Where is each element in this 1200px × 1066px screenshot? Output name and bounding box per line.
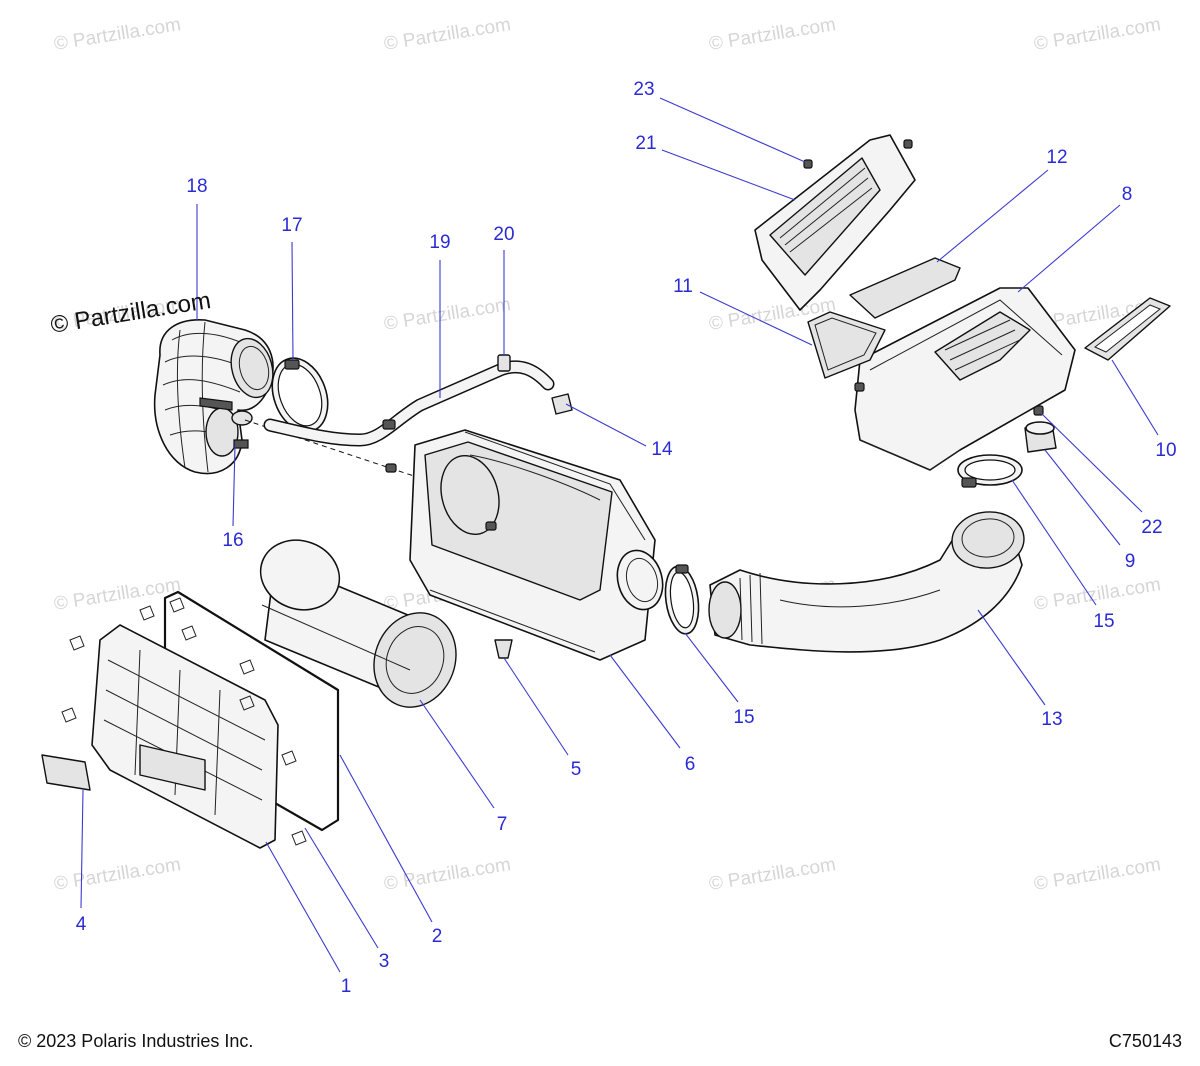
leader-line-c1: [265, 841, 341, 973]
tile-watermark: © Partzilla.com: [1032, 574, 1162, 615]
leader-line-c13: [977, 609, 1046, 706]
leader-line-c15a: [684, 632, 739, 703]
leader-line-c4: [80, 789, 84, 909]
callout-c12[interactable]: 12: [1046, 147, 1067, 168]
leader-line-c7: [419, 699, 495, 809]
callout-c18[interactable]: 18: [186, 176, 207, 197]
copyright-notice: © 2023 Polaris Industries Inc.: [18, 1031, 254, 1051]
leader-line-c22: [1041, 413, 1143, 513]
part-15-clamp-lower[interactable]: [661, 564, 702, 636]
callout-c9[interactable]: 9: [1125, 551, 1136, 572]
part-13-outlet-duct[interactable]: [708, 509, 1026, 653]
tile-watermark: © Partzilla.com: [707, 854, 837, 895]
callout-c17[interactable]: 17: [281, 215, 302, 236]
tile-watermark: © Partzilla.com: [707, 14, 837, 55]
tile-watermark: © Partzilla.com: [1032, 854, 1162, 895]
callout-c21[interactable]: 21: [635, 133, 656, 154]
callout-c6[interactable]: 6: [685, 754, 696, 775]
part-12-filter-element[interactable]: [849, 257, 961, 319]
part-21-intake-snorkel[interactable]: [754, 134, 916, 311]
leader-line-c3: [304, 827, 379, 949]
callout-c22[interactable]: 22: [1141, 517, 1162, 538]
callout-c14[interactable]: 14: [651, 439, 673, 460]
leader-line-c2: [339, 754, 433, 923]
leader-line-c11: [699, 291, 813, 346]
part-10-seal[interactable]: [1084, 297, 1171, 361]
callout-c1[interactable]: 1: [341, 976, 352, 997]
part-4-label[interactable]: [41, 754, 91, 791]
part-17-hose-clamp[interactable]: [263, 350, 338, 439]
leader-line-c5: [503, 657, 569, 756]
part-14-clip[interactable]: [551, 393, 573, 415]
callout-c13[interactable]: 13: [1041, 709, 1062, 730]
callout-c5[interactable]: 5: [571, 759, 582, 780]
callout-c23[interactable]: 23: [633, 79, 654, 100]
tile-watermark: © Partzilla.com: [382, 14, 512, 55]
callout-c4[interactable]: 4: [76, 914, 87, 935]
leader-line-c6: [609, 654, 681, 749]
part-3-clips[interactable]: [61, 597, 307, 846]
part-16-small-clamp[interactable]: [231, 410, 253, 449]
tile-watermark: © Partzilla.com: [382, 294, 512, 335]
part-1-airbox-cover[interactable]: [91, 624, 279, 849]
callout-c2[interactable]: 2: [432, 926, 443, 947]
leader-line-c8: [1017, 204, 1121, 293]
callout-c19[interactable]: 19: [429, 232, 450, 253]
part-7-air-filter[interactable]: [251, 529, 469, 718]
leader-line-c9: [1044, 449, 1121, 546]
callout-c3[interactable]: 3: [379, 951, 390, 972]
callout-c7[interactable]: 7: [497, 814, 508, 835]
leader-line-c23: [659, 97, 806, 163]
leader-line-c17: [291, 241, 294, 361]
part-8-airbox-lid[interactable]: [854, 287, 1076, 471]
part-15-clamp-upper[interactable]: [957, 454, 1023, 488]
callout-c16[interactable]: 16: [222, 530, 243, 551]
part-6-airbox[interactable]: [385, 429, 669, 661]
callout-c8[interactable]: 8: [1122, 184, 1133, 205]
tile-watermark: © Partzilla.com: [382, 854, 512, 895]
part-18-intake-duct[interactable]: [153, 319, 279, 475]
callout-c20[interactable]: 20: [493, 224, 514, 245]
callout-c15b[interactable]: 15: [1093, 611, 1114, 632]
leader-line-c14: [565, 403, 647, 447]
leader-line-c21: [661, 149, 796, 201]
leader-line-c12: [936, 169, 1049, 263]
part-19-breather-tube[interactable]: [263, 360, 555, 447]
leader-line-c15b: [1011, 479, 1097, 606]
tile-watermark: © Partzilla.com: [52, 14, 182, 55]
part-5-grommet[interactable]: [494, 639, 513, 659]
tile-watermark: © Partzilla.com: [1032, 14, 1162, 55]
part-11-screen[interactable]: [807, 311, 886, 379]
callout-c11[interactable]: 11: [673, 276, 693, 297]
figure-code: C750143: [1108, 1031, 1182, 1051]
leader-line-c10: [1111, 359, 1159, 436]
part-23-fastener[interactable]: [903, 139, 913, 149]
tile-watermark: © Partzilla.com: [52, 574, 182, 615]
part-9-boot[interactable]: [1024, 421, 1057, 453]
part-20-tee-fitting[interactable]: [497, 354, 511, 372]
callout-c10[interactable]: 10: [1155, 440, 1176, 461]
tile-watermark: © Partzilla.com: [52, 854, 182, 895]
leader-line-c16: [232, 444, 236, 527]
callout-c15a[interactable]: 15: [733, 707, 754, 728]
